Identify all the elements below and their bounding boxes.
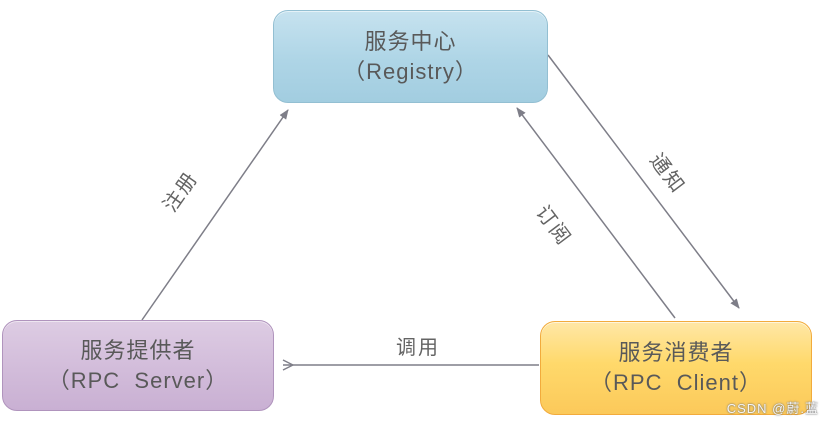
watermark: CSDN @蔚.蓝 bbox=[726, 401, 819, 416]
registry-subtitle: （Registry） bbox=[343, 58, 478, 84]
client-subtitle: （RPC Client） bbox=[590, 370, 762, 395]
client-title: 服务消费者 bbox=[618, 340, 734, 365]
register-arrow bbox=[141, 109, 289, 321]
node-registry[interactable]: 服务中心 （Registry） bbox=[273, 10, 548, 103]
edge-label-invoke: 调用 bbox=[396, 337, 440, 359]
notify-arrow bbox=[547, 54, 740, 309]
subscribe-arrow bbox=[516, 107, 676, 319]
registry-title: 服务中心 bbox=[364, 28, 457, 54]
node-rpc-server[interactable]: 服务提供者 （RPC Server） bbox=[2, 320, 274, 411]
server-subtitle: （RPC Server） bbox=[47, 367, 229, 393]
server-title: 服务提供者 bbox=[80, 337, 196, 363]
node-rpc-client[interactable]: 服务消费者 （RPC Client） bbox=[540, 321, 812, 415]
